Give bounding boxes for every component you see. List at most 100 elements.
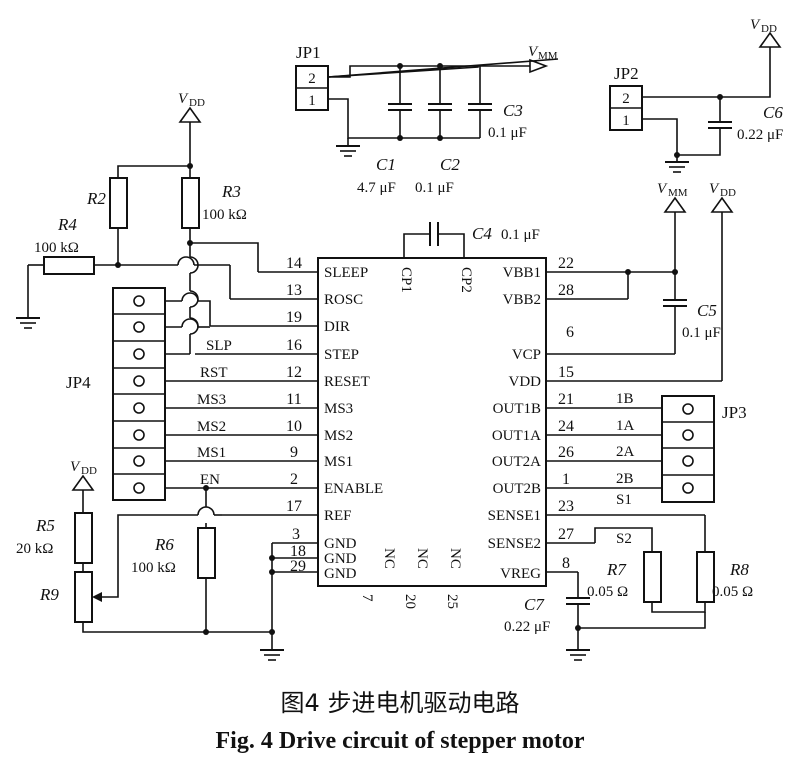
c5-label: C5 — [697, 301, 717, 320]
r2-label: R2 — [86, 189, 106, 208]
pin-num-11: 11 — [286, 391, 301, 408]
r4-value: 100 kΩ — [34, 240, 79, 256]
c2-label: C2 — [440, 155, 460, 174]
r4-label: R4 — [57, 215, 77, 234]
pin-num-23: 23 — [558, 498, 574, 515]
pin-num-1: 1 — [562, 471, 570, 488]
sense-resistors: S2 R7 0.05 Ω R8 0.05 Ω C7 0.22 μF — [504, 515, 753, 661]
r8-label: R8 — [729, 560, 749, 579]
c3-label: C3 — [503, 101, 523, 120]
jp4-control-header: JP4 RST MS3 MS2 MS1 EN SLP — [66, 287, 232, 501]
net-en: EN — [200, 472, 220, 488]
c3-value: 0.1 μF — [488, 125, 527, 141]
net-rst: RST — [200, 365, 228, 381]
pin-name-vcp: VCP — [512, 347, 541, 363]
jp3-label: JP3 — [722, 403, 747, 422]
pin-num-28: 28 — [558, 282, 574, 299]
left-pins: 14 13 19 16 12 11 10 9 2 17 3 18 29 SLEE… — [165, 255, 383, 582]
vdd-left-sub: DD — [189, 97, 205, 109]
pin-name-out1a: OUT1A — [492, 428, 541, 444]
pin-name-sense2: SENSE2 — [488, 536, 541, 552]
pin-name-step: STEP — [324, 347, 359, 363]
pin-num-3: 3 — [292, 526, 300, 543]
pin-num-24: 24 — [558, 418, 574, 435]
pin-num-17: 17 — [286, 498, 302, 515]
stepper-driver-schematic: 14 13 19 16 12 11 10 9 2 17 3 18 29 SLEE… — [16, 17, 783, 661]
pin-num-2: 2 — [290, 471, 298, 488]
r5-value: 20 kΩ — [16, 541, 53, 557]
c1-value: 4.7 μF — [357, 180, 396, 196]
right-power-rails: V MM V DD C5 0.1 μF — [625, 181, 736, 381]
top-pins: CP1 CP2 NC NC NC 7 20 25 — [359, 267, 474, 609]
r6-value: 100 kΩ — [131, 560, 176, 576]
figure-caption-english: Fig. 4 Drive circuit of stepper motor — [215, 728, 585, 754]
c5-value: 0.1 μF — [682, 325, 721, 341]
pin-name-out2b: OUT2B — [493, 481, 541, 497]
pin-num-15: 15 — [558, 364, 574, 381]
vdd-r5-sub: DD — [81, 465, 97, 477]
c1-c2-c3-labels: C1 4.7 μF C2 0.1 μF C3 0.1 μF — [357, 101, 527, 196]
pin-name-sleep: SLEEP — [324, 265, 368, 281]
pin-name-nc-3: NC — [447, 548, 463, 569]
pin-name-vreg: VREG — [500, 566, 541, 582]
pin-name-vbb1: VBB1 — [503, 265, 541, 281]
pin-name-out1b: OUT1B — [493, 401, 541, 417]
c4-label: C4 — [472, 224, 492, 243]
pin-num-9: 9 — [290, 444, 298, 461]
jp2-label: JP2 — [614, 64, 639, 83]
net-1b: 1B — [616, 391, 634, 407]
r9-label: R9 — [39, 585, 59, 604]
vmm-right-label: V — [657, 181, 668, 197]
pin-name-vbb2: VBB2 — [503, 292, 541, 308]
jp3-motor-connector: JP3 1B 1A 2A 2B S1 — [616, 391, 747, 508]
right-pins: 22 28 6 15 21 24 26 1 23 27 8 VBB1 VBB2 … — [488, 255, 722, 582]
c7-value: 0.22 μF — [504, 619, 550, 635]
pin-num-27: 27 — [558, 526, 574, 543]
pin-num-7: 7 — [359, 594, 375, 602]
net-2a: 2A — [616, 444, 635, 460]
c6-value: 0.22 μF — [737, 127, 783, 143]
pin-num-13: 13 — [286, 282, 302, 299]
r3-label: R3 — [221, 182, 241, 201]
pullup-network: V DD R2 R3 100 kΩ R4 100 kΩ — [16, 91, 259, 355]
r5-label: R5 — [35, 516, 55, 535]
pin-num-29: 29 — [290, 558, 306, 575]
figure-caption-chinese: 图4 步进电机驱动电路 — [280, 689, 520, 717]
vdd-right-sub: DD — [720, 187, 736, 199]
r7-label: R7 — [606, 560, 627, 579]
pin-name-enable: ENABLE — [324, 481, 383, 497]
pin-name-cp2: CP2 — [458, 267, 474, 293]
net-s1: S1 — [616, 492, 632, 508]
pin-name-gnd-3: GND — [324, 536, 357, 552]
pin-name-rosc: ROSC — [324, 292, 363, 308]
pin-name-ms3: MS3 — [324, 401, 353, 417]
vdd-left-label: V — [178, 91, 189, 107]
vdd-r5-label: V — [70, 459, 81, 475]
pin-num-20: 20 — [402, 594, 418, 609]
jp2-connector: JP2 2 1 V DD C6 0.22 μF — [609, 17, 783, 173]
pin-num-18: 18 — [290, 543, 306, 560]
pin-name-dir: DIR — [324, 319, 350, 335]
net-ms3: MS3 — [197, 392, 226, 408]
c4-value: 0.1 μF — [501, 227, 540, 243]
jp1-wiring: V MM — [328, 44, 558, 157]
c6-label: C6 — [763, 103, 783, 122]
vmm-top-label: V — [528, 44, 539, 60]
r7-value: 0.05 Ω — [587, 584, 628, 600]
vdd-right-label: V — [709, 181, 720, 197]
net-ms1: MS1 — [197, 445, 226, 461]
c2-value: 0.1 μF — [415, 180, 454, 196]
pin-name-nc-2: NC — [414, 548, 430, 569]
pin-name-gnd-29: GND — [324, 566, 357, 582]
pin-name-ms1: MS1 — [324, 454, 353, 470]
c1-label: C1 — [376, 155, 396, 174]
pin-num-12: 12 — [286, 364, 302, 381]
r8-value: 0.05 Ω — [712, 584, 753, 600]
vmm-right-sub: MM — [668, 187, 688, 199]
pin-num-22: 22 — [558, 255, 574, 272]
net-1a: 1A — [616, 418, 635, 434]
pin-name-cp1: CP1 — [398, 267, 414, 293]
net-2b: 2B — [616, 471, 634, 487]
vdd-jp2-sub: DD — [761, 23, 777, 35]
jp2-pin1: 1 — [622, 113, 630, 129]
